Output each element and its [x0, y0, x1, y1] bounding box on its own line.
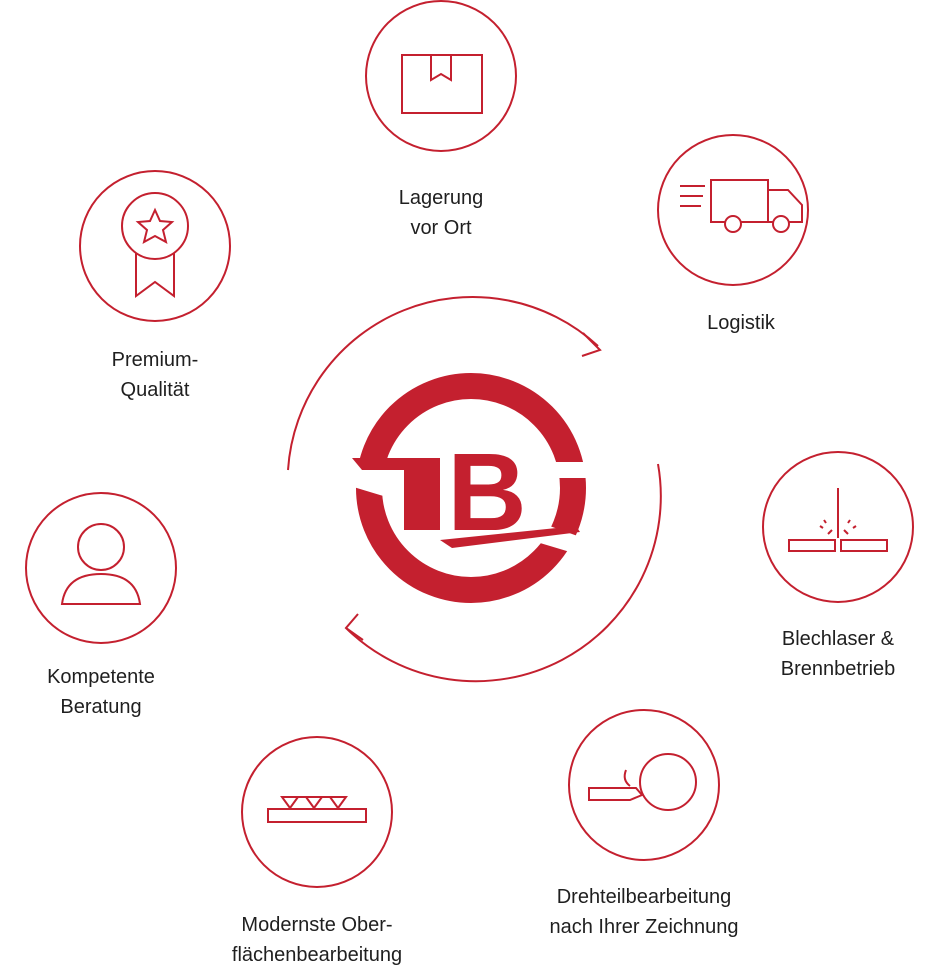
b-logo-icon: B — [352, 373, 600, 603]
label-blechlaser: Blechlaser & Brennbetrieb — [780, 628, 896, 680]
cycle-arc-bottom — [344, 463, 662, 683]
surface-treatment-icon — [267, 796, 367, 823]
service-node-lagerung — [365, 0, 517, 152]
service-node-drehteil — [568, 709, 720, 861]
service-node-beratung — [25, 492, 177, 644]
label-drehteil: Drehteilbearbeitung nach Ihrer Zeichnung — [549, 886, 739, 938]
award-icon — [121, 192, 189, 298]
label-oberflaeche: Modernste Ober- flächenbearbeitung — [231, 914, 403, 966]
lathe-icon — [588, 753, 697, 811]
label-qualitaet: Premium- Qualität — [111, 349, 199, 401]
label-beratung: Kompetente Beratung — [47, 666, 155, 718]
service-node-oberflaeche — [241, 736, 393, 888]
cycle-arc-top — [287, 296, 602, 471]
laser-cut-icon — [788, 488, 888, 552]
truck-icon — [680, 179, 803, 233]
box-icon — [401, 54, 483, 114]
service-node-qualitaet — [79, 170, 231, 322]
label-logistik: Logistik — [707, 312, 775, 334]
b-logo-letter: B — [447, 431, 526, 554]
service-node-logistik — [657, 134, 809, 286]
service-node-blechlaser — [762, 451, 914, 603]
user-icon — [60, 523, 142, 605]
label-lagerung: Lagerung vor Ort — [398, 187, 484, 239]
